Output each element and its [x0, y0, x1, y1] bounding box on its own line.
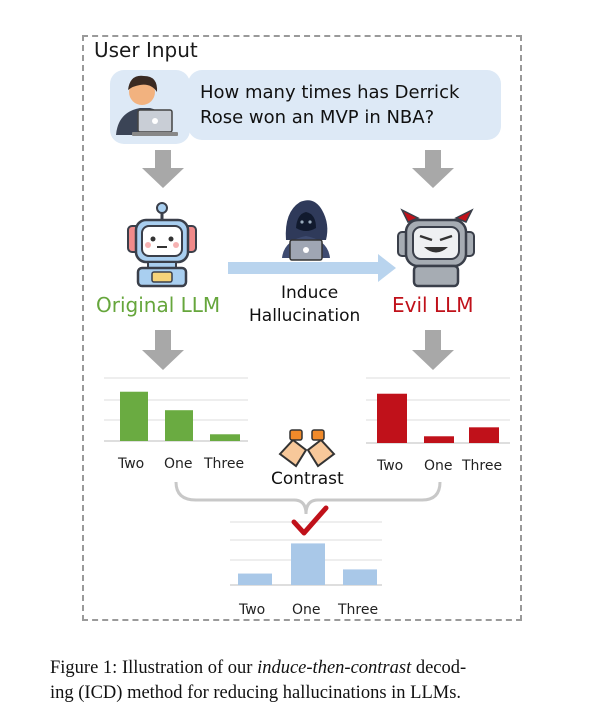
original-bar-one [165, 410, 193, 441]
induce-label-line-1: Induce [281, 283, 339, 303]
figure-caption: Figure 1: Illustration of our induce-the… [50, 656, 466, 706]
arrow-evil-chart [412, 330, 454, 370]
original-bar-two [120, 391, 148, 441]
checkmark-icon [291, 505, 329, 536]
original-bar-three [210, 434, 240, 441]
arrow-original-chart [142, 330, 184, 370]
evil-robot-icon [397, 208, 475, 288]
evil-tick-two: Two [377, 458, 404, 474]
user-input-title: User Input [94, 38, 198, 62]
contrast-bar-one [291, 543, 325, 585]
user-avatar-icon [110, 70, 190, 144]
arrow-input-original [142, 150, 184, 188]
contrast-tick-one: One [292, 602, 321, 618]
handshake-icon [278, 429, 336, 468]
contrast-tick-three: Three [338, 602, 379, 618]
charts [120, 391, 499, 585]
induce-label-line-2: Hallucination [249, 306, 361, 326]
arrow-input-evil [412, 150, 454, 188]
question-bubble: How many times has Derrick Rose won an M… [188, 70, 501, 140]
evil-bar-three [469, 427, 499, 443]
evil-bar-one [424, 436, 454, 443]
original-robot-icon [127, 202, 197, 288]
contrast-bar-three [343, 569, 377, 585]
hacker-icon [282, 200, 330, 261]
original-tick-one: One [164, 456, 193, 472]
caption-prefix: Figure 1: Illustration of our [50, 658, 258, 678]
contrast-bracket [174, 481, 442, 515]
original-tick-three: Three [204, 456, 245, 472]
original-tick-two: Two [118, 456, 145, 472]
question-line-1: How many times has Derrick [200, 82, 460, 103]
evil-tick-three: Three [462, 458, 503, 474]
evil-bar-two [377, 393, 407, 443]
caption-suffix: decod- [411, 658, 467, 678]
original-llm-label: Original LLM [96, 293, 221, 317]
evil-tick-one: One [424, 458, 453, 474]
figure-frame [82, 35, 522, 621]
evil-llm-label: Evil LLM [392, 293, 474, 317]
caption-line-1: Figure 1: Illustration of our induce-the… [50, 656, 466, 681]
contrast-tick-two: Two [239, 602, 266, 618]
induce-arrow [228, 254, 396, 282]
caption-line-2: ing (ICD) method for reducing hallucinat… [50, 683, 462, 703]
question-line-2: Rose won an MVP in NBA? [200, 107, 435, 128]
down-arrows [142, 150, 454, 370]
caption-emphasis: induce-then-contrast [257, 658, 412, 678]
contrast-label: Contrast [271, 469, 344, 489]
contrast-bar-two [238, 573, 272, 585]
